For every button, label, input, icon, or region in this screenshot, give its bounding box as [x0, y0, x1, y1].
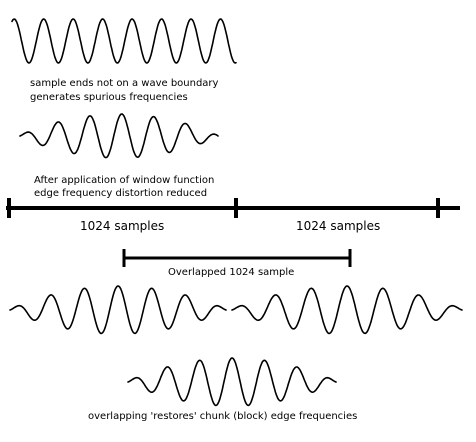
window-caption-line1: After application of window function	[34, 175, 214, 186]
overlap-middle-waveform	[127, 357, 337, 407]
overlap-right-waveform	[231, 285, 463, 335]
windowed-sample-waveform	[19, 113, 219, 159]
sample-timeline	[6, 198, 460, 218]
block-right-label: 1024 samples	[296, 219, 380, 233]
window-caption-line2: edge frequency distortion reduced	[34, 188, 207, 199]
overlap-caption: overlapping 'restores' chunk (block) edg…	[88, 411, 357, 422]
raw-caption-line2: generates spurious frequencies	[30, 92, 188, 103]
raw-caption-line1: sample ends not on a wave boundary	[30, 78, 219, 89]
overlap-left-waveform	[9, 285, 227, 335]
block-left-label: 1024 samples	[80, 219, 164, 233]
overlap-bar	[122, 249, 352, 267]
overlap-label: Overlapped 1024 sample	[168, 267, 294, 278]
raw-sample-waveform	[11, 18, 237, 64]
